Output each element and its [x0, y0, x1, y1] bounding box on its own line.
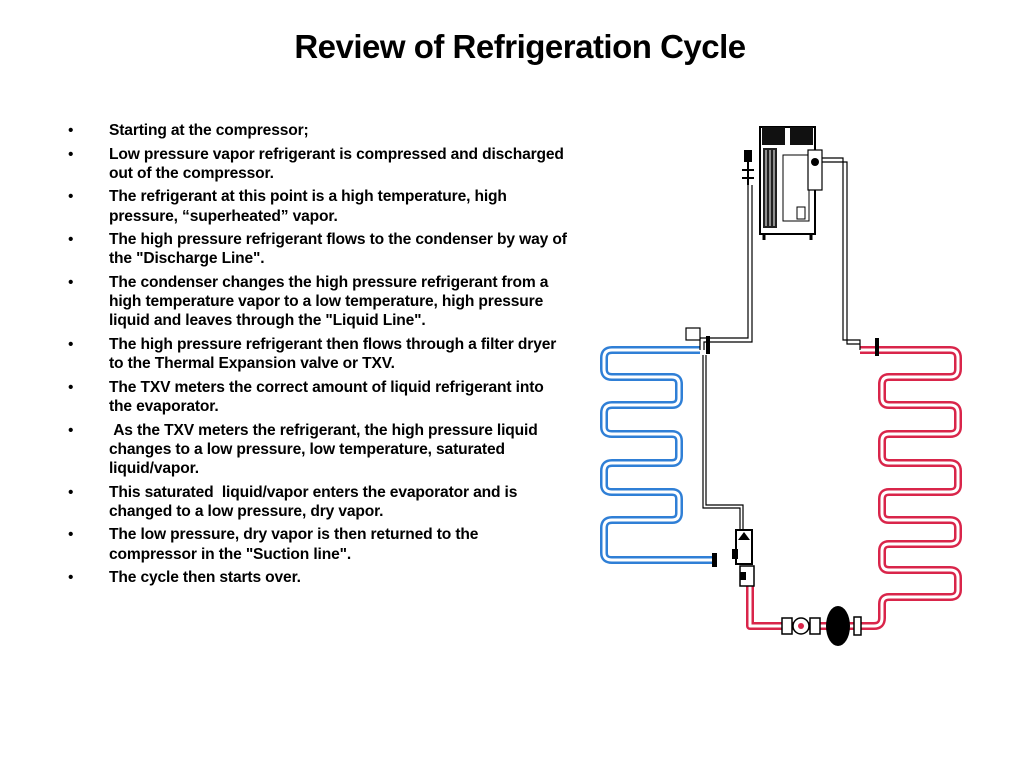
bullet-marker: •	[68, 483, 74, 501]
bullet-item: • As the TXV meters the refrigerant, the…	[68, 421, 568, 479]
bullet-marker: •	[68, 188, 74, 206]
refrigeration-cycle-diagram	[600, 126, 962, 646]
bullet-marker: •	[68, 569, 74, 587]
bullet-item: • The high pressure refrigerant flows to …	[68, 230, 568, 268]
bullet-item: • The TXV meters the correct amount of li…	[68, 378, 568, 416]
bullet-item: • The cycle then starts over.	[68, 568, 568, 587]
bullet-item: • Low pressure vapor refrigerant is compr…	[68, 145, 568, 183]
bullet-item: • The high pressure refrigerant then flow…	[68, 335, 568, 373]
evaporator-coil	[600, 346, 715, 564]
bullet-text: The refrigerant at this point is a high …	[109, 188, 507, 225]
bullet-marker: •	[68, 378, 74, 396]
bullet-item: • The condenser changes the high pressure…	[68, 273, 568, 331]
bullet-item: • Starting at the compressor;	[68, 121, 568, 140]
bullet-text: The high pressure refrigerant then flows…	[109, 335, 557, 373]
bullet-marker: •	[68, 145, 74, 163]
condenser-coil	[746, 346, 962, 630]
bullet-item: • The low pressure, dry vapor is then ret…	[68, 525, 568, 563]
compressor	[742, 126, 823, 240]
bullet-text: The TXV meters the correct amount of liq…	[109, 378, 544, 415]
bullet-text: Starting at the compressor;	[109, 122, 309, 139]
bullet-item: • The refrigerant at this point is a high…	[68, 187, 568, 225]
bullet-item: • This saturated liquid/vapor enters the …	[68, 483, 568, 521]
bullet-marker: •	[68, 421, 74, 439]
bullet-text: Low pressure vapor refrigerant is compre…	[109, 145, 564, 182]
slide-title: Review of Refrigeration Cycle	[294, 28, 746, 65]
bullet-marker: •	[68, 526, 74, 544]
txv-valve	[712, 529, 755, 587]
bullet-text: The condenser changes the high pressure …	[109, 273, 549, 330]
bullet-list: • Starting at the compressor; • Low pressu…	[68, 121, 568, 592]
sight-fitting	[685, 327, 710, 354]
condenser-coil-inner	[748, 348, 960, 628]
bullet-text: The cycle then starts over.	[109, 569, 301, 587]
piping	[699, 157, 861, 530]
bullet-marker: •	[68, 273, 74, 291]
bullet-text: As the TXV meters the refrigerant, the h…	[109, 421, 542, 477]
bullet-text: The low pressure, dry vapor is then retu…	[109, 526, 479, 563]
bullet-text: This saturated liquid/vapor enters the e…	[109, 483, 522, 520]
bullet-marker: •	[68, 231, 74, 249]
filter-dryer	[781, 606, 862, 646]
evaporator-coil-inner	[602, 348, 715, 562]
bullet-text: The high pressure refrigerant flows to t…	[109, 231, 567, 268]
bullet-marker: •	[68, 122, 74, 139]
bullet-marker: •	[68, 335, 74, 353]
